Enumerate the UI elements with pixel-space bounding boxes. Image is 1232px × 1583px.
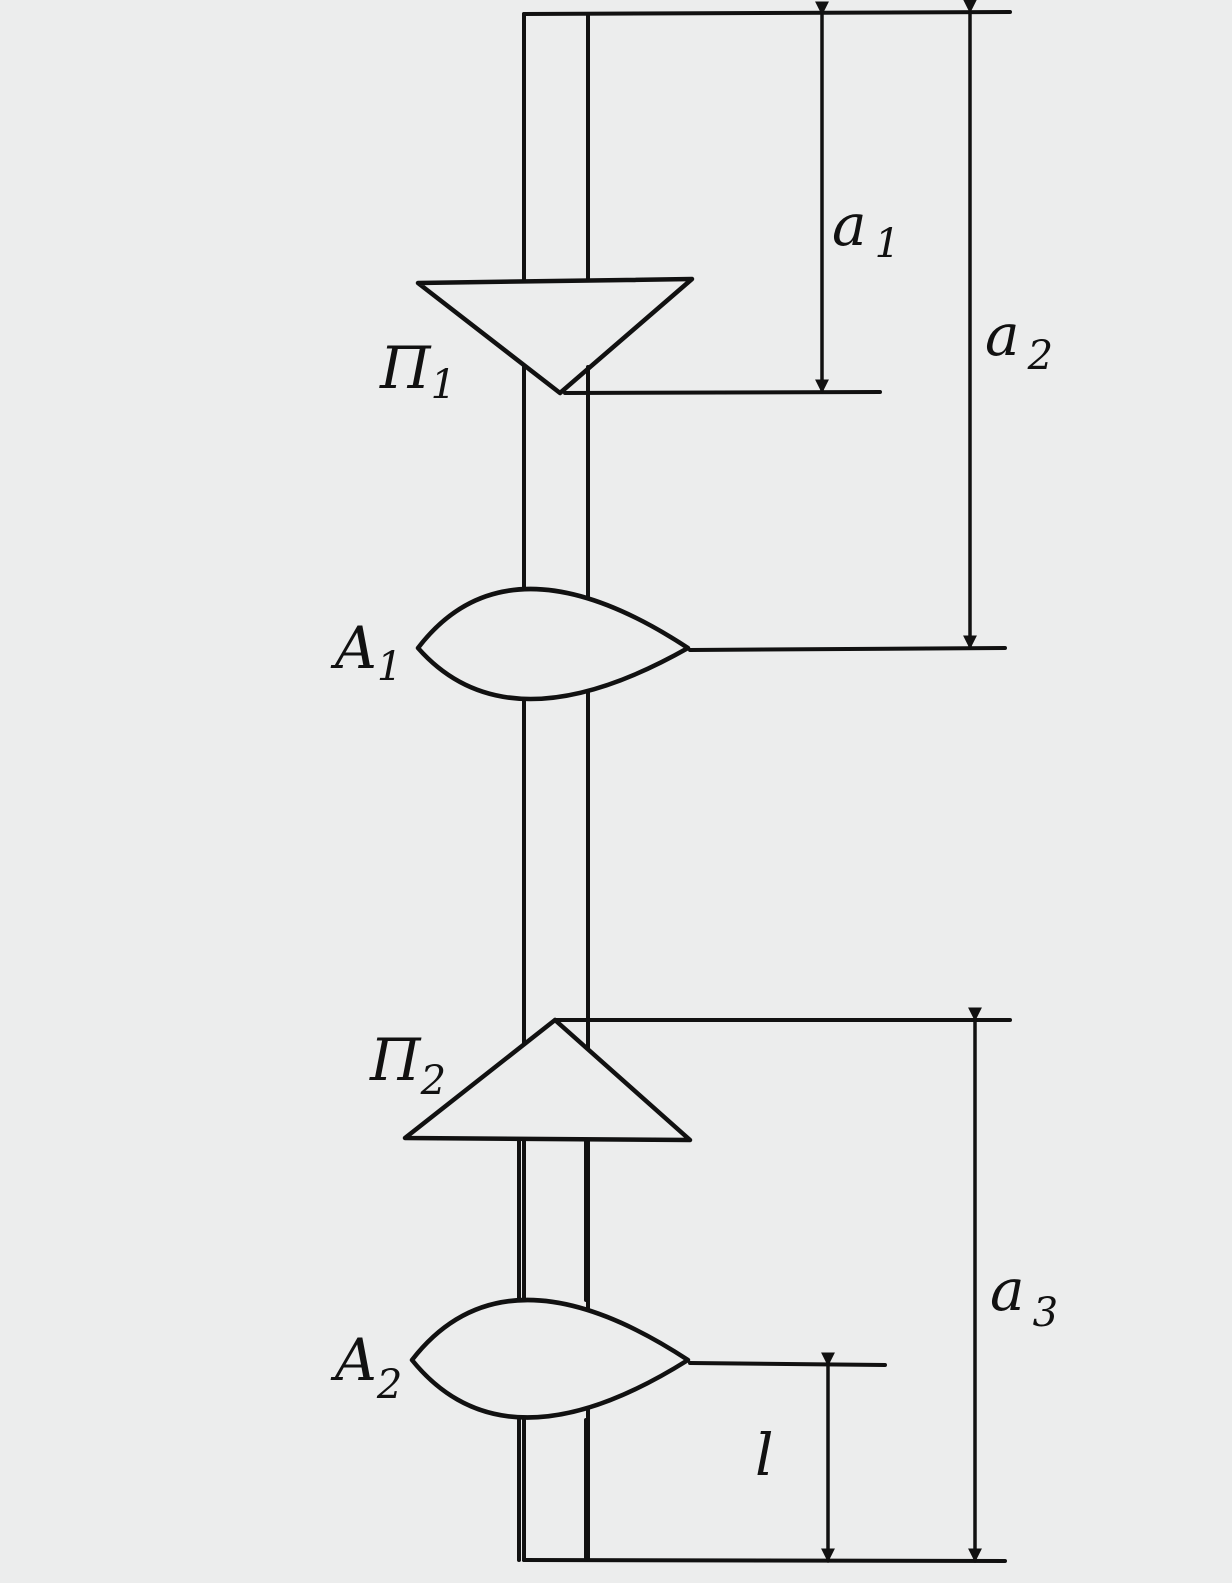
- lens-a1-shape: [415, 586, 691, 702]
- dimension-arrows: [815, 0, 982, 1563]
- prism-p2-shape: [402, 1017, 693, 1143]
- a1-extension-line: [688, 646, 1007, 652]
- p1-extension-line: [563, 390, 882, 395]
- bottom-extension-line: [522, 1558, 1007, 1563]
- top-extension-line: [522, 10, 1012, 16]
- prism-p1-label: П1: [379, 334, 456, 408]
- prism-p2-label: П2: [369, 1026, 446, 1104]
- a2-extension-line: [688, 1361, 887, 1367]
- dim-l-label: l: [755, 1421, 774, 1489]
- lens-a2-label: A2: [330, 1326, 402, 1408]
- prism-p1-shape: [415, 276, 695, 396]
- extension-lines: [522, 10, 1012, 1563]
- lens-a1-label: A1: [330, 614, 402, 690]
- lens-a2-shape: [409, 1297, 691, 1420]
